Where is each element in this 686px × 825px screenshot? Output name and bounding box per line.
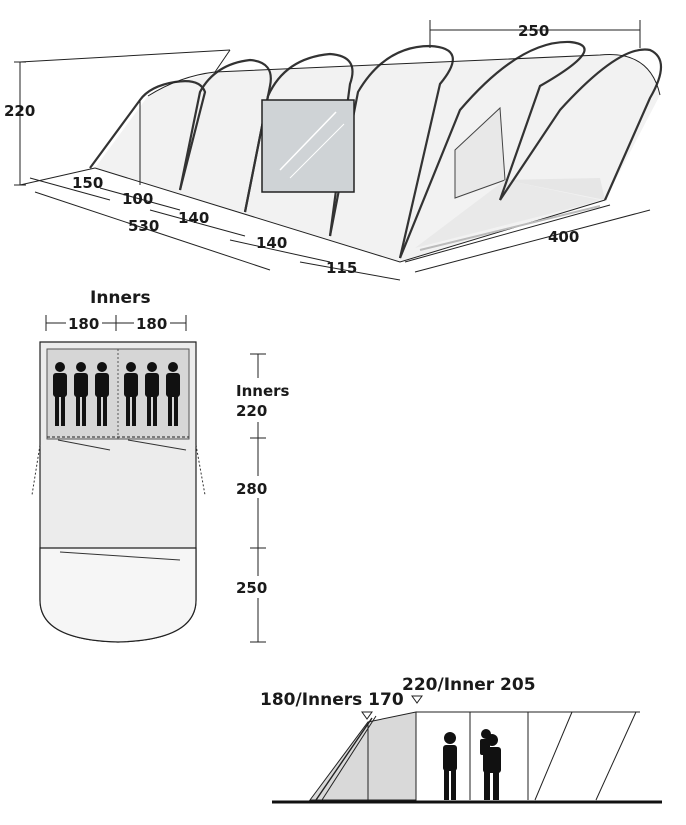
- inner-depth-value: 220: [236, 402, 267, 420]
- dim-140-b: 140: [256, 234, 287, 252]
- adult-silhouette-icon: [443, 732, 457, 800]
- person-icon: [95, 362, 109, 426]
- floor-plan: Inners 180 180: [31, 288, 294, 643]
- middle-depth-value: 280: [236, 480, 267, 498]
- adult-with-child-icon: [480, 729, 501, 800]
- profile-label-left: 180/Inners 170: [260, 690, 404, 710]
- person-icon: [53, 362, 67, 426]
- window-panel: [261, 99, 355, 193]
- dim-100: 100: [122, 190, 153, 208]
- dim-400: 400: [548, 228, 579, 246]
- dim-530: 530: [128, 217, 159, 235]
- person-icons: [53, 362, 180, 426]
- tent-3d-view: 220 250: [4, 20, 663, 281]
- person-icon: [166, 362, 180, 426]
- profile-people: [443, 729, 501, 800]
- marker-triangle-right: [411, 695, 423, 704]
- marker-triangle-left: [361, 711, 373, 720]
- front-depth-value: 250: [236, 579, 267, 597]
- inner-depth-label: Inners: [236, 382, 290, 400]
- inner-width-left: 180: [68, 315, 99, 333]
- dim-140-a: 140: [178, 209, 209, 227]
- dim-150: 150: [72, 174, 103, 192]
- inners-title: Inners: [90, 288, 151, 308]
- dim-115: 115: [326, 259, 357, 277]
- person-icon: [145, 362, 159, 426]
- person-icon: [74, 362, 88, 426]
- height-label: 220: [4, 102, 35, 120]
- profile-label-right: 220/Inner 205: [402, 675, 536, 695]
- height-profile: 180/Inners 170 220/Inner 205: [260, 675, 662, 804]
- inner-width-right: 180: [136, 315, 167, 333]
- person-icon: [124, 362, 138, 426]
- top-width-label: 250: [518, 22, 549, 40]
